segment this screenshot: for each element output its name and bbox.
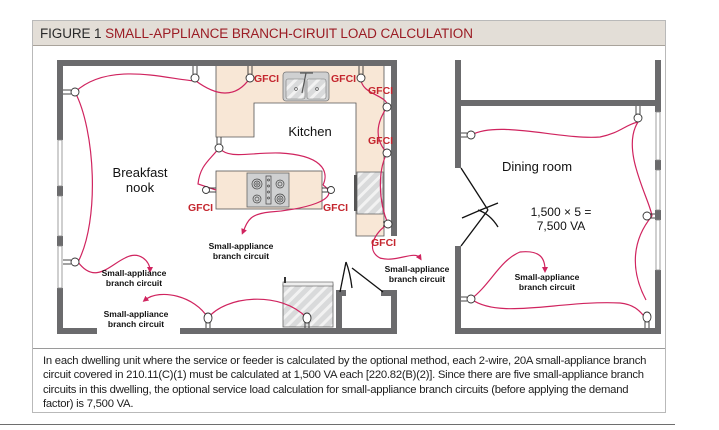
receptacle-icon <box>245 66 255 83</box>
gfci-label: GFCI <box>188 202 213 214</box>
receptacle-icon <box>383 219 393 229</box>
circuit-label-line1: Small-appliance <box>102 268 167 278</box>
cooktop-icon <box>246 172 290 208</box>
receptacle-icon <box>63 87 80 97</box>
walls <box>57 60 661 334</box>
figure-header: FIGURE 1 SMALL-APPLIANCE BRANCH-CIRUIT L… <box>33 21 665 46</box>
bottom-rule <box>0 424 675 425</box>
circuit-labels: Small-appliance branch circuit Small-app… <box>102 241 580 329</box>
receptacle-icon <box>202 186 216 194</box>
receptacle-icon <box>461 294 476 304</box>
gfci-labels: GFCI GFCI GFCI GFCI GFCI GFCI GFCI <box>188 73 396 249</box>
circuit-label-line2: branch circuit <box>106 278 162 288</box>
circuit-label-line2: branch circuit <box>108 319 164 329</box>
receptacles <box>63 66 655 328</box>
windows <box>57 111 661 289</box>
kitchen-label: Kitchen <box>288 124 331 139</box>
gfci-label: GFCI <box>331 73 356 85</box>
refrigerator-icon <box>354 171 384 215</box>
circuit-label-line1: Small-appliance <box>385 264 450 274</box>
receptacle-icon <box>302 312 312 328</box>
receptacle-icon <box>642 311 652 328</box>
receptacle-icon <box>642 211 655 221</box>
figure-number: FIGURE 1 <box>40 26 102 41</box>
circuit-wires <box>74 73 653 319</box>
figure-caption: In each dwelling unit where the service … <box>33 348 665 414</box>
figure-title: SMALL-APPLIANCE BRANCH-CIRUIT LOAD CALCU… <box>105 26 473 41</box>
floor-plan: Kitchen Breakfast nook Dining room 1,500… <box>57 60 661 334</box>
room-labels: Kitchen Breakfast nook Dining room 1,500… <box>113 124 592 233</box>
receptacle-icon <box>63 257 80 267</box>
gfci-label: GFCI <box>368 85 393 97</box>
receptacle-icon <box>203 312 213 328</box>
doors <box>339 167 499 293</box>
breakfast-nook-label-2: nook <box>126 180 155 195</box>
breakfast-nook-label-1: Breakfast <box>113 165 168 180</box>
receptacle-icon <box>382 148 392 158</box>
circuit-label-line2: branch circuit <box>389 274 445 284</box>
gfci-label: GFCI <box>323 202 348 214</box>
dining-room-label: Dining room <box>502 159 572 174</box>
calculation-line-1: 1,500 × 5 = <box>531 205 592 219</box>
receptacle-icon <box>190 66 200 83</box>
receptacle-icon <box>633 106 643 123</box>
gfci-label: GFCI <box>371 237 396 249</box>
receptacle-icon <box>322 186 335 194</box>
circuit-label-line2: branch circuit <box>519 282 575 292</box>
circuit-label-line1: Small-appliance <box>209 241 274 251</box>
gfci-label: GFCI <box>368 135 393 147</box>
circuit-label-line1: Small-appliance <box>104 309 169 319</box>
circuit-label-line2: branch circuit <box>213 251 269 261</box>
sink-icon <box>282 71 330 102</box>
gfci-label: GFCI <box>254 73 279 85</box>
receptacle-icon <box>214 137 224 153</box>
circuit-label-line1: Small-appliance <box>515 272 580 282</box>
receptacle-icon <box>461 130 476 140</box>
receptacle-icon <box>382 102 392 112</box>
receptacle-icon <box>356 66 366 83</box>
calculation-line-2: 7,500 VA <box>537 219 585 233</box>
